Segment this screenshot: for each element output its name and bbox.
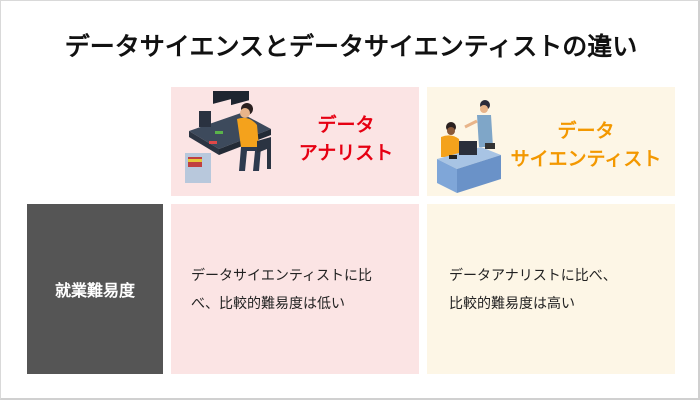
cell-text-line1: データアナリストに比べ、 — [449, 268, 617, 284]
page-title: データサイエンスとデータサイエンティストの違い — [64, 32, 638, 61]
column-header-scientist: データ サイエンティスト — [427, 87, 675, 196]
cell-analyst-difficulty: データサイエンティストに比 べ、比較的難易度は低い — [171, 204, 419, 374]
row-label-employment-difficulty: 就業難易度 — [27, 204, 163, 374]
cell-text-line2: べ、比較的難易度は低い — [191, 296, 345, 312]
cell-scientist-difficulty: データアナリストに比べ、 比較的難易度は高い — [427, 204, 675, 374]
column-title-line1: データ — [317, 114, 375, 136]
cell-text-line1: データサイエンティストに比 — [191, 268, 373, 284]
analyst-at-workstation-illustration — [185, 91, 271, 183]
column-title-scientist: データ サイエンティスト — [497, 117, 675, 173]
cell-text: データサイエンティストに比 べ、比較的難易度は低い — [191, 262, 372, 318]
column-title-line2: アナリスト — [298, 142, 394, 164]
column-title-line1: データ — [557, 120, 615, 142]
column-header-analyst: データ アナリスト — [171, 87, 419, 196]
cell-text: データアナリストに比べ、 比較的難易度は高い — [449, 262, 617, 318]
cell-text-line2: 比較的難易度は高い — [449, 296, 575, 312]
column-title-line2: サイエンティスト — [510, 148, 662, 170]
column-title-analyst: データ アナリスト — [281, 111, 411, 167]
scientist-at-desk-illustration — [437, 100, 501, 193]
